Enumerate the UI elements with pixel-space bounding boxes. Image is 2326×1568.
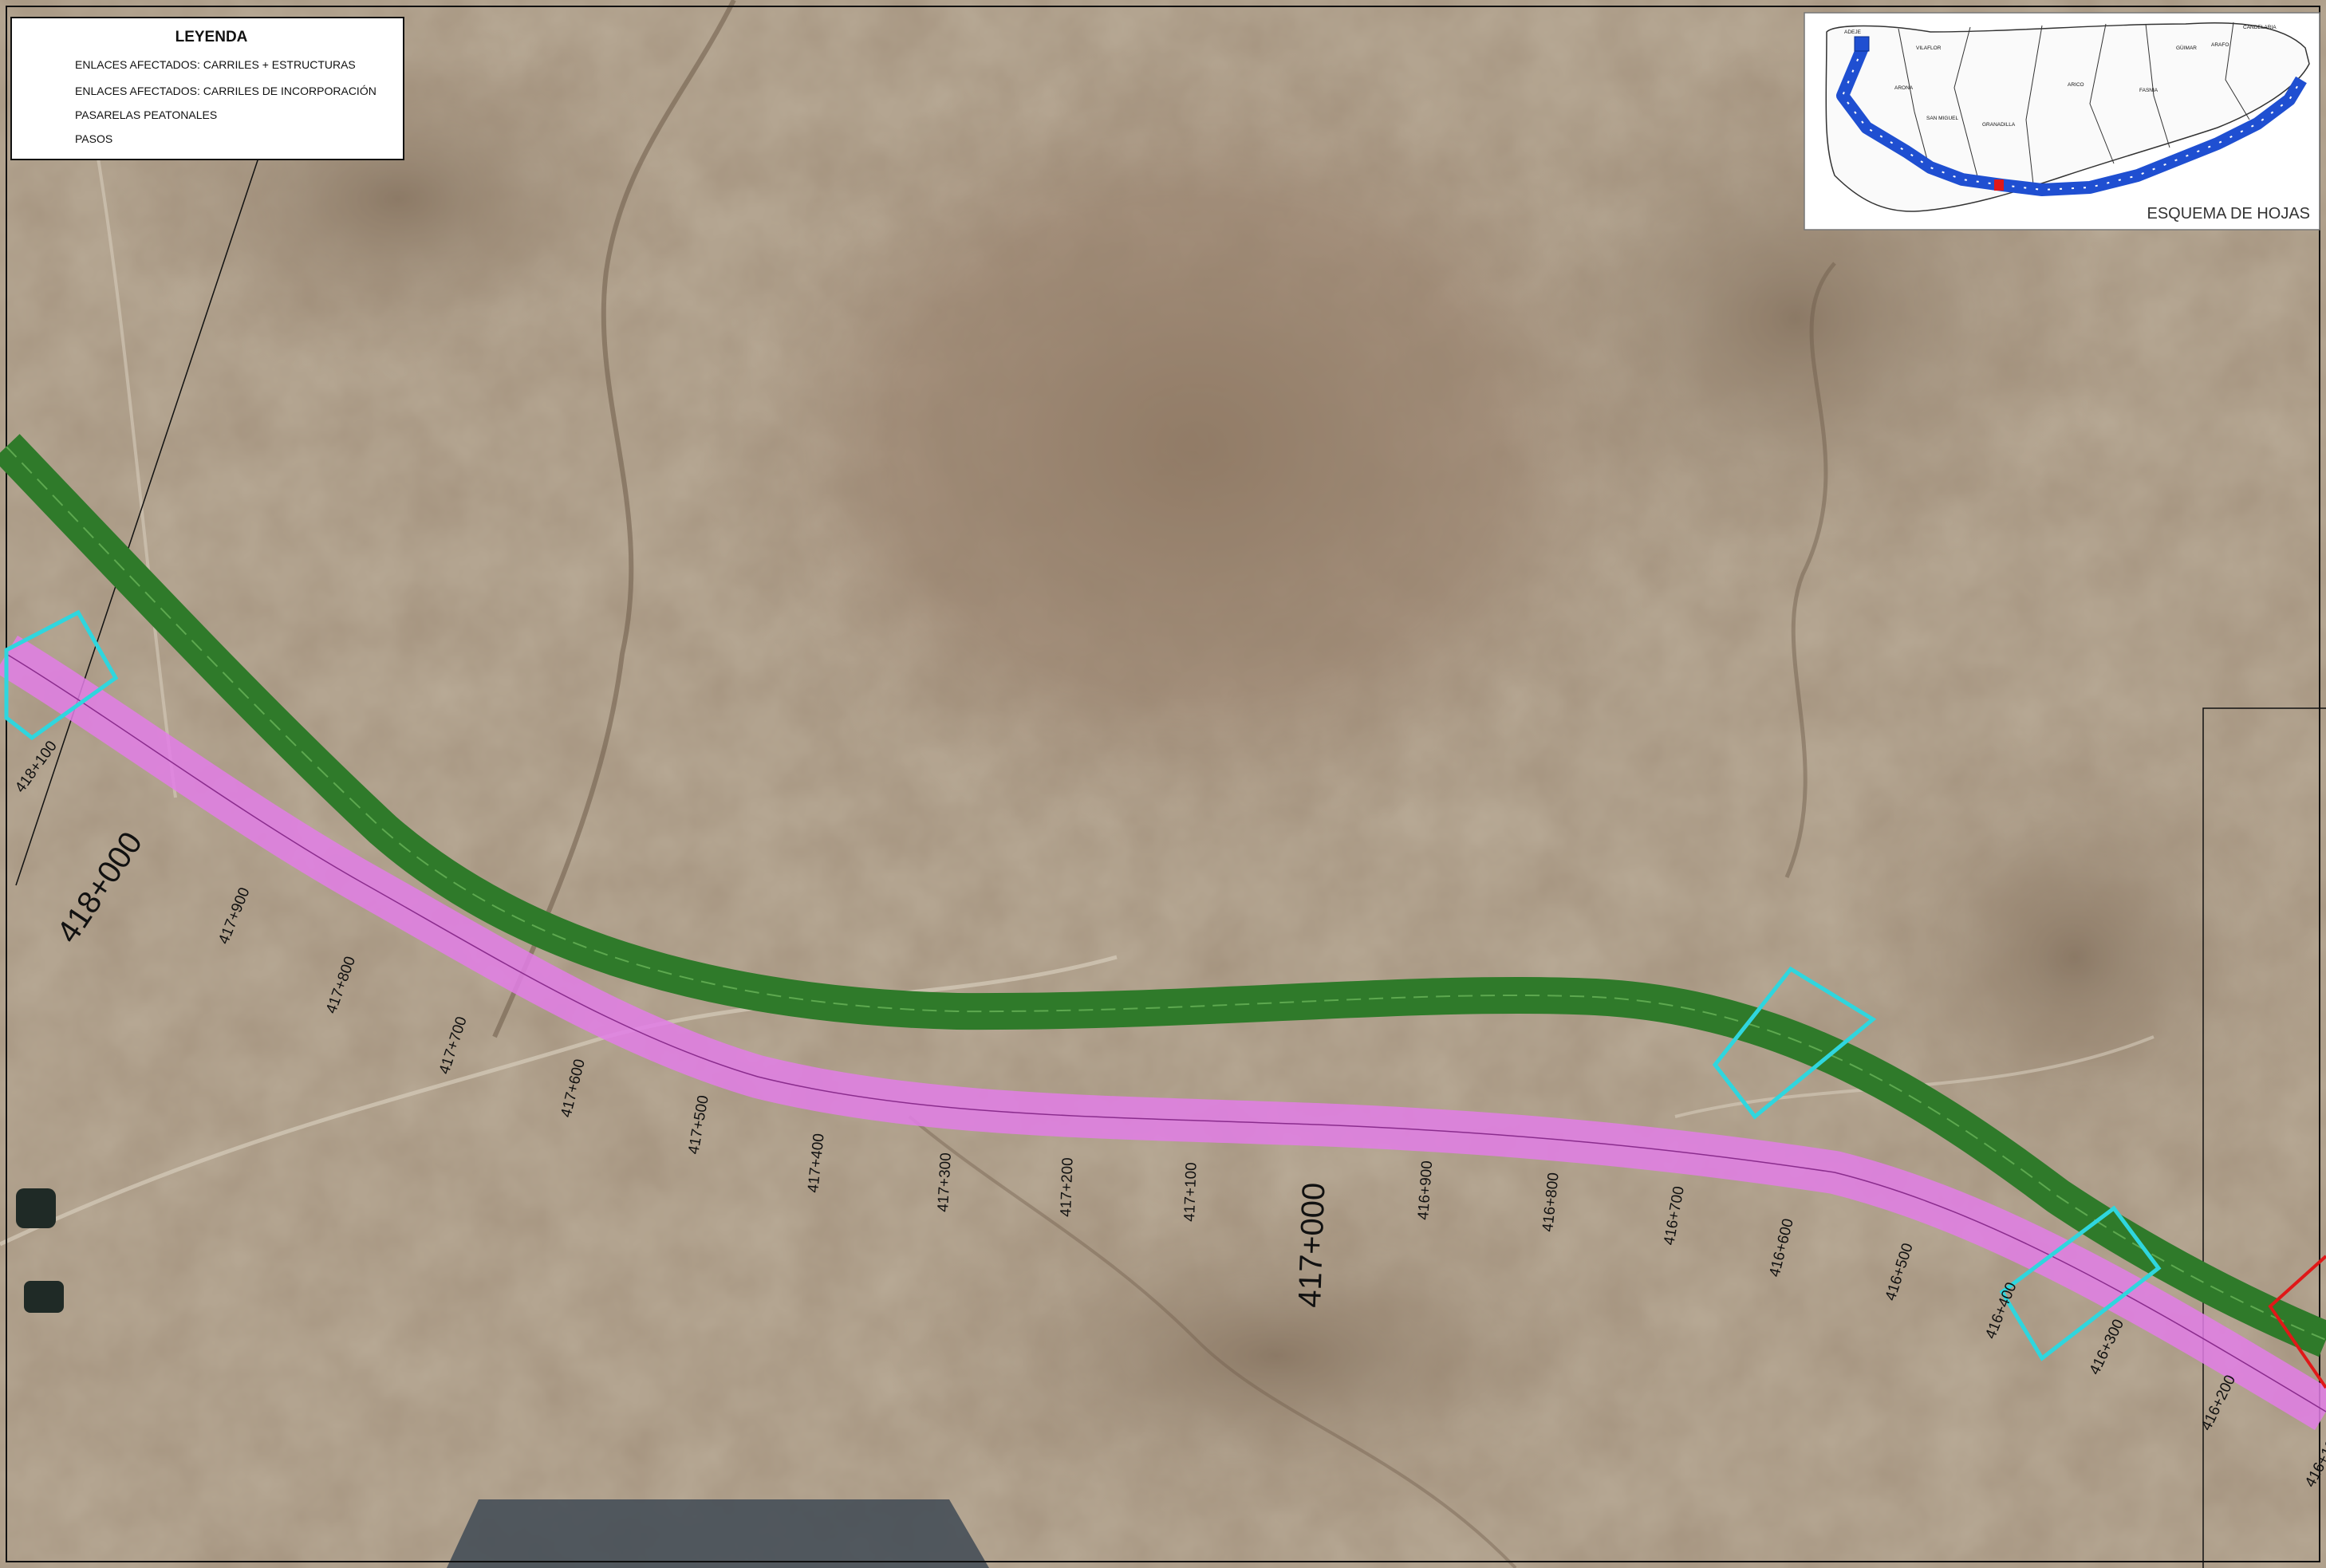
pond (16, 1188, 56, 1228)
chainage-major-label: 417+000 (1292, 1182, 1331, 1308)
service-road-corridor (0, 635, 2326, 1431)
paso-marker (4, 609, 119, 741)
legend-item: ENLACES AFECTADOS: CARRILES + ESTRUCTURA… (75, 58, 356, 71)
paso-marker (1712, 966, 1877, 1120)
sheet-boundary-red (2268, 1255, 2326, 1389)
inset-town: VILAFLOR (1916, 45, 1942, 51)
legend-item: PASOS (75, 132, 112, 145)
legend-box: LEYENDA ENLACES AFECTADOS: CARRILES + ES… (10, 17, 404, 160)
inset-title: ESQUEMA DE HOJAS (2147, 205, 2311, 223)
inset-town: GRANADILLA (1982, 122, 2016, 128)
highway-corridor (0, 434, 2326, 1357)
chainage-label: 417+100 (1181, 1162, 1200, 1222)
inset-town: FASNIA (2139, 88, 2158, 93)
inset-town: ARICO (2068, 82, 2084, 88)
sheet-boundaries (6, 6, 2326, 1568)
pond (24, 1281, 64, 1313)
chainage-label: 417+300 (935, 1152, 955, 1212)
inset-town: ARONA (1894, 85, 1914, 91)
legend-item: ENLACES AFECTADOS: CARRILES DE INCORPORA… (75, 85, 376, 97)
inset-map: ADEJE VILAFLOR ARONA SAN MIGUEL GRANADIL… (1804, 12, 2320, 230)
inset-town: SAN MIGUEL (1926, 116, 1958, 121)
current-sheet-marker (1994, 179, 2004, 191)
legend-item: PASARELAS PEATONALES (75, 108, 217, 121)
inset-town: GÜIMAR (2176, 45, 2197, 51)
legend-title: LEYENDA (175, 29, 248, 45)
greenhouses (447, 1499, 989, 1568)
chainage-label: 416+900 (1415, 1160, 1436, 1221)
pasos-markers (4, 609, 2162, 1361)
paso-marker (1999, 1205, 2162, 1361)
inset-town: CANDELARIA (2243, 25, 2277, 30)
inset-town: ADEJE (1844, 30, 1862, 35)
inset-town: ARAFO (2211, 42, 2229, 48)
chainage-label: 417+200 (1058, 1157, 1077, 1217)
